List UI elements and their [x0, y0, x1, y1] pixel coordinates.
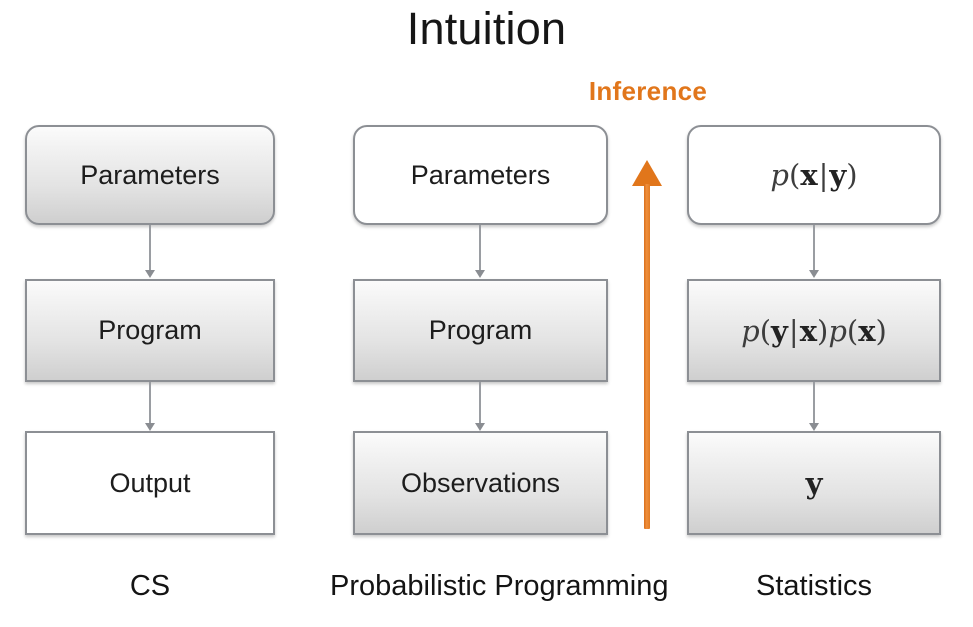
node-label-math: y [805, 466, 823, 500]
node-stats-data[interactable]: y y [687, 431, 941, 535]
connector-stats-posterior-to-joint [813, 225, 815, 273]
connector-pp-parameters-to-program [479, 225, 481, 273]
node-stats-joint[interactable]: p(y|x)p(x) p(y|x)p(x) [687, 279, 941, 382]
arrowhead-icon [145, 423, 155, 431]
node-cs-output[interactable]: Output [25, 431, 275, 535]
node-label: Program [428, 315, 533, 345]
arrowhead-icon [475, 423, 485, 431]
node-label: Output [109, 467, 191, 498]
node-label: Parameters [410, 159, 551, 190]
node-cs-program[interactable]: Program [25, 279, 275, 382]
node-label: Program [98, 315, 202, 345]
arrowhead-icon [475, 270, 485, 278]
node-label-math: p(x|y) [770, 158, 858, 192]
caption-cs: CS [129, 570, 171, 602]
node-cs-parameters[interactable]: Parameters [25, 125, 275, 225]
inference-arrow-shaft [644, 184, 650, 529]
node-label: Parameters [80, 159, 220, 190]
arrowhead-icon [809, 423, 819, 431]
caption-probabilistic-programming: Probabilistic Programming [330, 570, 669, 602]
node-pp-program[interactable]: Program [353, 279, 608, 382]
arrowhead-icon [809, 270, 819, 278]
node-pp-observations[interactable]: Observations [353, 431, 608, 535]
connector-stats-joint-to-data [813, 382, 815, 428]
arrowhead-icon [145, 270, 155, 278]
inference-label: Inference [588, 76, 708, 106]
node-label: Observations [400, 467, 561, 498]
connector-cs-parameters-to-program [149, 225, 151, 273]
connector-cs-program-to-output [149, 382, 151, 428]
page-title: Intuition [406, 3, 567, 54]
inference-arrow-head-icon [632, 160, 662, 186]
node-label-math: p(y|x)p(x) [741, 313, 887, 348]
caption-statistics: Statistics [755, 570, 873, 602]
connector-pp-program-to-observations [479, 382, 481, 428]
node-pp-parameters[interactable]: Parameters [353, 125, 608, 225]
node-stats-posterior[interactable]: p(x|y) p(x|y) [687, 125, 941, 225]
